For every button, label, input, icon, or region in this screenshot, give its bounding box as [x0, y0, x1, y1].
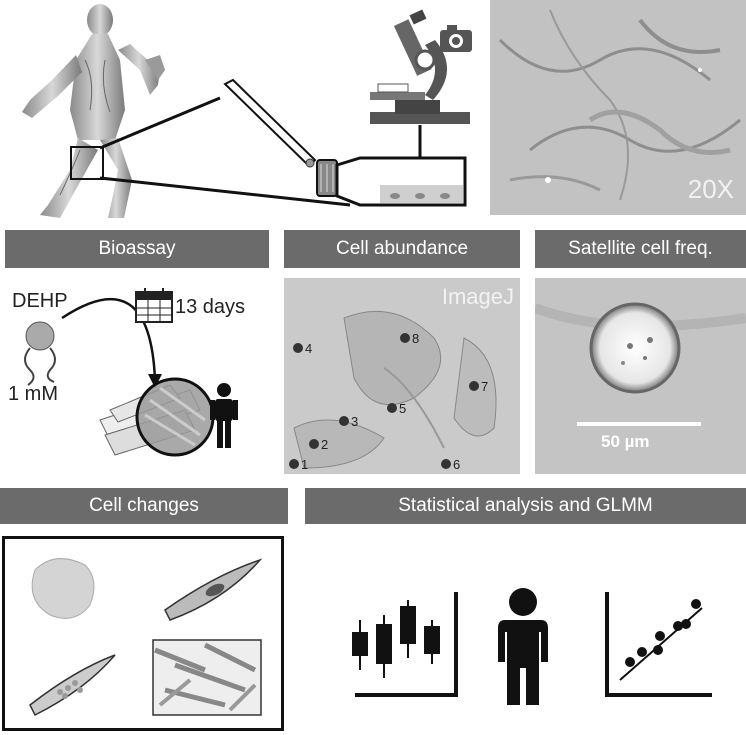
cell-marker-dot [469, 381, 479, 391]
banner-satellite-freq: Satellite cell freq. [535, 230, 746, 268]
cell-marker-dot [289, 459, 299, 469]
banner-cell-abundance: Cell abundance [284, 230, 520, 268]
calendar-icon [135, 288, 173, 323]
magnification-label: 20X [687, 174, 734, 204]
cell-marker-label: 4 [305, 341, 312, 356]
compound-label: DEHP [12, 290, 68, 312]
runner-anatomy-figure [22, 4, 165, 218]
cell-marker-label: 5 [399, 401, 406, 416]
duration-label: 13 days [175, 296, 246, 318]
boxplot-icon [352, 592, 458, 697]
cell-marker-label: 6 [453, 457, 460, 472]
bioassay-illustration [24, 288, 238, 457]
cell-marker-label: 2 [321, 437, 328, 452]
cell-marker-dot [293, 343, 303, 353]
pipette-icon [223, 78, 317, 168]
concentration-label: 1 mM [8, 383, 58, 405]
microscope-icon [370, 9, 470, 124]
satellite-cell-micrograph: 50 µm [535, 278, 746, 474]
person-icon [210, 383, 238, 448]
biopsy-site-box [70, 146, 104, 180]
workflow-illustration [99, 9, 472, 207]
cell-marker-dot [339, 416, 349, 426]
cell-marker-label: 7 [481, 379, 488, 394]
scale-bar-label: 50 µm [601, 432, 650, 451]
cell-marker-dot [387, 403, 397, 413]
scatter-regression-icon [605, 592, 712, 697]
cell-marker-dot [400, 333, 410, 343]
banner-cell-changes: Cell changes [0, 488, 288, 524]
banner-statistics: Statistical analysis and GLMM [305, 488, 746, 524]
micrograph-20x: 20X [490, 0, 746, 215]
cell-marker-label: 3 [351, 414, 358, 429]
camera-icon [440, 25, 472, 52]
molecule-icon [24, 321, 56, 386]
statistics-illustration [352, 588, 712, 705]
person-icon [498, 588, 548, 705]
cell-marker-dot [309, 439, 319, 449]
cell-changes-frame [2, 536, 284, 731]
cell-changes-illustration [29, 558, 263, 717]
cell-marker-label: 8 [412, 331, 419, 346]
culture-flask-icon [316, 125, 467, 207]
banner-bioassay: Bioassay [5, 230, 269, 268]
cell-marker-label: 1 [301, 457, 308, 472]
muscle-cells-icon [99, 377, 215, 457]
software-label: ImageJ [441, 284, 514, 309]
cell-marker-dot [441, 459, 451, 469]
